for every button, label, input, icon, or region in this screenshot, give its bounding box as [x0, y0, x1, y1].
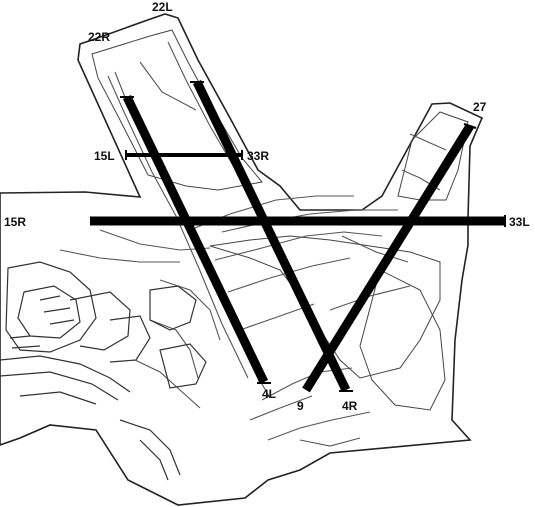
infield-contour	[91, 29, 263, 191]
infield-contour	[397, 111, 469, 201]
label-27: 27	[473, 100, 487, 114]
label-9: 9	[297, 399, 304, 413]
label-22L: 22L	[152, 0, 173, 14]
runways	[90, 80, 506, 393]
label-15L: 15L	[94, 149, 115, 163]
terminal-area	[0, 261, 207, 481]
label-33R: 33R	[247, 149, 269, 163]
label-4R: 4R	[342, 399, 358, 413]
runway-labels: 22L 22R 27 15L 33R 15R 33L 4L 9 4R	[4, 0, 530, 413]
label-22R: 22R	[88, 30, 110, 44]
label-4L: 4L	[262, 387, 276, 401]
label-15R: 15R	[4, 215, 26, 229]
runway-4R-22L	[192, 80, 351, 392]
runway-9-27	[302, 123, 474, 393]
label-33L: 33L	[509, 215, 530, 229]
runway-4L-22R	[122, 95, 269, 384]
infield-contour	[359, 269, 446, 411]
airfield-boundary	[0, 13, 484, 506]
